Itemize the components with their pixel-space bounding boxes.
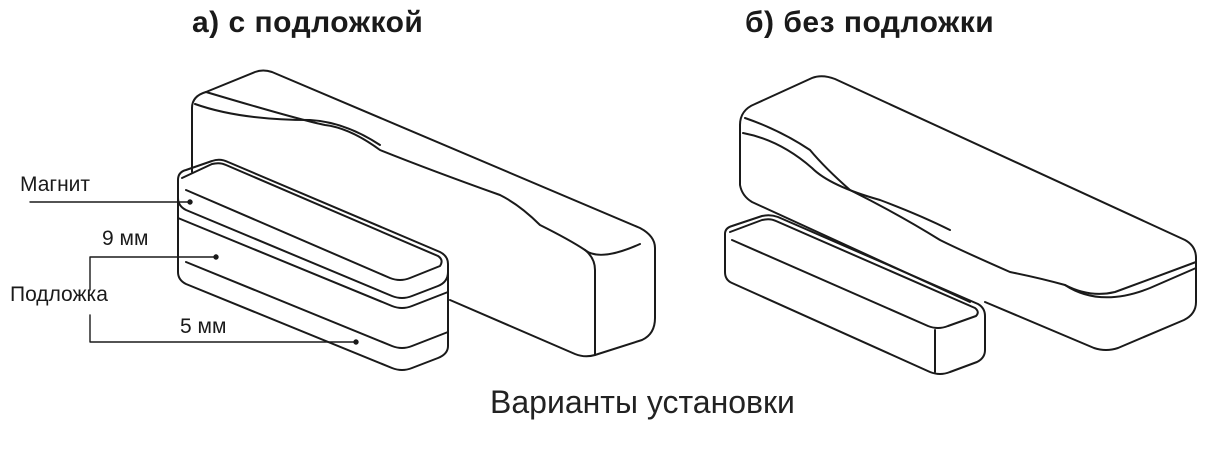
callout-magnet-label: Магнит <box>20 173 91 196</box>
sensor-body-b <box>739 75 1197 351</box>
magnet-b <box>724 214 986 375</box>
callout-magnet-height: 9 мм <box>102 227 149 250</box>
sensor-body-a <box>191 69 656 358</box>
callout-lines <box>29 199 359 345</box>
diagram-caption: Варианты установки <box>490 384 795 420</box>
callout-pad-height: 5 мм <box>180 315 227 338</box>
panel-b-title: б) без подложки <box>745 6 995 39</box>
magnet-a <box>177 158 449 301</box>
pad-a <box>177 217 449 371</box>
callout-pad-label: Подложка <box>10 283 108 306</box>
panel-a-title: а) с подложкой <box>192 6 424 39</box>
